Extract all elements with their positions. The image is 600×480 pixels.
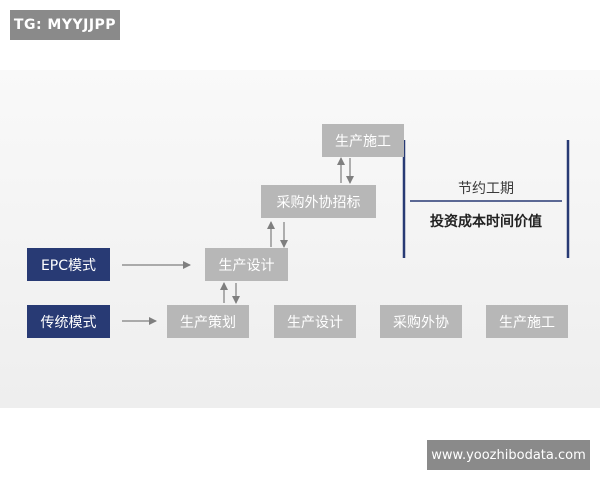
epc-mode-label: EPC模式 [27, 248, 110, 281]
diagram-background [0, 70, 600, 408]
savings-duration-text: 节约工期 [458, 181, 514, 197]
traditional-step-design: 生产设计 [274, 305, 356, 338]
watermark-tag: TG: MYYJJPP [10, 10, 120, 40]
traditional-step-construction: 生产施工 [486, 305, 568, 338]
epc-step-construction: 生产施工 [322, 124, 404, 157]
traditional-step-planning: 生产策划 [167, 305, 249, 338]
traditional-step-procurement: 采购外协 [380, 305, 462, 338]
watermark-url: www.yoozhibodata.com [427, 440, 590, 470]
epc-step-procurement-bidding: 采购外协招标 [261, 185, 376, 218]
traditional-mode-label: 传统模式 [27, 305, 110, 338]
savings-value-text: 投资成本时间价值 [430, 214, 542, 230]
epc-step-design: 生产设计 [205, 248, 288, 281]
